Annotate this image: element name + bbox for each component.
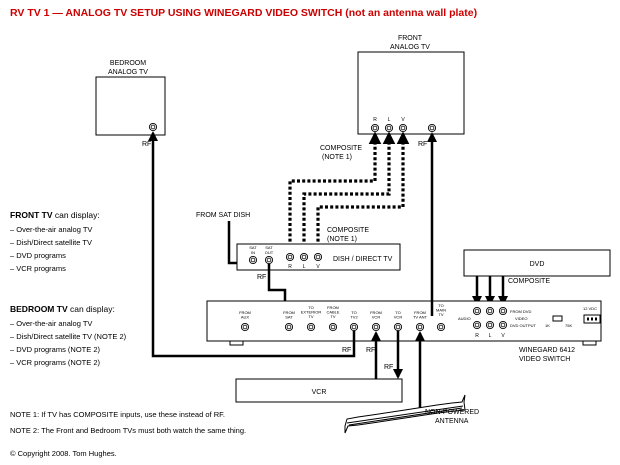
composite-label-upper-line2: (NOTE 1) [322, 154, 352, 161]
bedroom-tv-label-line2: ANALOG TV [108, 69, 148, 76]
composite-label-lower-line2: (NOTE 1) [327, 236, 357, 243]
switch-jack-l-label: L [489, 333, 492, 339]
dish-receiver-label: DISH / DIRECT TV [333, 256, 393, 263]
antenna-label-line2: ANTENNA [435, 418, 469, 425]
switch-dvd-output-label: DVD OUTPUT [510, 323, 537, 328]
switch-coax-jacks [240, 322, 446, 332]
dish-sat-in-label-line2: IN [251, 250, 255, 255]
switch-impedance-75k-label: 75K [565, 323, 572, 328]
front-tv-label-line2: ANALOG TV [390, 44, 430, 51]
bedroom-tv-label-line1: BEDROOM [110, 60, 146, 67]
front-tv-rf-jack [427, 123, 437, 133]
front-tv-box [357, 51, 465, 135]
antenna [344, 394, 466, 434]
bedroom-tv-capability-item: – Over-the-air analog TV [10, 319, 92, 328]
front-tv-capability-item: – DVD programs [10, 251, 66, 260]
front-tv-jack-l-label: L [388, 117, 391, 123]
note-2: NOTE 2: The Front and Bedroom TVs must b… [10, 426, 246, 435]
front-tv-capability-item: – Dish/Direct satellite TV [10, 238, 92, 247]
composite-label-lower-line1: COMPOSITE [327, 227, 369, 234]
switch-jack-v-label: V [501, 333, 505, 339]
video-switch-foot-right [582, 340, 597, 346]
dvd-label: DVD [530, 261, 545, 268]
switch-jack-r-label: R [475, 333, 479, 339]
from-sat-dish-label: FROM SAT DISH [196, 212, 250, 219]
dvd-player: DVD COMPOSITE [463, 249, 611, 285]
front-tv-capability-item: – VCR programs [10, 264, 66, 273]
bedroom-tv-capabilities: BEDROOM TV can display: – Over-the-air a… [10, 304, 127, 367]
dish-sat-out-label-line2: OUT [265, 250, 274, 255]
front-tv-capability-item: – Over-the-air analog TV [10, 225, 92, 234]
copyright: © Copyright 2008. Tom Hughes. [10, 449, 117, 458]
dish-jack-v-label: V [316, 264, 320, 270]
dvd-composite-label: COMPOSITE [508, 278, 550, 285]
switch-from-vcr-rf-label: RF [366, 347, 375, 354]
vcr-rf-label: RF [384, 364, 393, 371]
note-1: NOTE 1: If TV has COMPOSITE inputs, use … [10, 410, 225, 419]
antenna-label-line1: NON-POWERED [425, 409, 479, 416]
switch-from-dvd-label: FROM DVD [510, 309, 531, 314]
dish-jack-r-label: R [288, 264, 292, 270]
front-tv-jack-v-label: V [401, 117, 405, 123]
front-tv: FRONT ANALOG TV R L V RF [357, 35, 465, 148]
front-tv-capabilities: FRONT TV can display: – Over-the-air ana… [10, 210, 100, 273]
front-tv-capabilities-heading: FRONT TV can display: [10, 210, 100, 220]
switch-audio-label: AUDIO [458, 316, 471, 321]
bedroom-tv: BEDROOM ANALOG TV RF [95, 60, 166, 148]
video-switch-name-line1: WINEGARD 6412 [519, 347, 575, 354]
vcr-box [235, 378, 403, 403]
dish-sat-out-label-line1: SAT [265, 245, 273, 250]
diagram-title: RV TV 1 — ANALOG TV SETUP USING WINEGARD… [10, 7, 477, 19]
video-switch-name-line2: VIDEO SWITCH [519, 356, 570, 363]
dvd-composite-cables [472, 276, 508, 306]
front-tv-jack-r-label: R [373, 117, 377, 123]
front-tv-label-line1: FRONT [398, 35, 423, 42]
switch-video-label: VIDEO [515, 316, 527, 321]
power-connector-pins [587, 317, 597, 321]
composite-label-upper-line1: COMPOSITE [320, 145, 362, 152]
bedroom-tv-capability-item: – Dish/Direct satellite TV (NOTE 2) [10, 332, 127, 341]
dish-composite-jacks [285, 252, 323, 262]
impedance-switch [552, 315, 563, 322]
front-tv-composite-jacks [370, 123, 408, 133]
dish-receiver: SAT IN SAT OUT R L V DISH / DIRECT TV [236, 243, 401, 271]
switch-power-label: 12 VDC [583, 306, 597, 311]
bedroom-rf-cable [148, 131, 356, 358]
bedroom-tv-capability-item: – VCR programs (NOTE 2) [10, 358, 101, 367]
video-switch-foot-left [229, 340, 244, 346]
dish-sat-in-label-line1: SAT [249, 245, 257, 250]
dvd-box [463, 249, 611, 277]
bedroom-tv-rf-jack [148, 122, 158, 132]
dish-rf-label: RF [257, 274, 266, 281]
vcr-label: VCR [312, 389, 327, 396]
bedroom-tv-capability-item: – DVD programs (NOTE 2) [10, 345, 101, 354]
switch-impedance-1k-label: 1K [545, 323, 550, 328]
switch-to-tv2-rf-label: RF [342, 347, 351, 354]
dish-sat-jacks [248, 255, 274, 265]
composite-cables [288, 131, 410, 252]
front-tv-rf-label: RF [418, 141, 427, 148]
bedroom-tv-capabilities-heading: BEDROOM TV can display: [10, 304, 115, 314]
switch-dvd-jacks [472, 306, 508, 330]
bedroom-tv-rf-label: RF [142, 141, 151, 148]
vcr: VCR [235, 378, 403, 403]
video-switch-box [206, 300, 602, 342]
dish-jack-l-label: L [303, 264, 306, 270]
